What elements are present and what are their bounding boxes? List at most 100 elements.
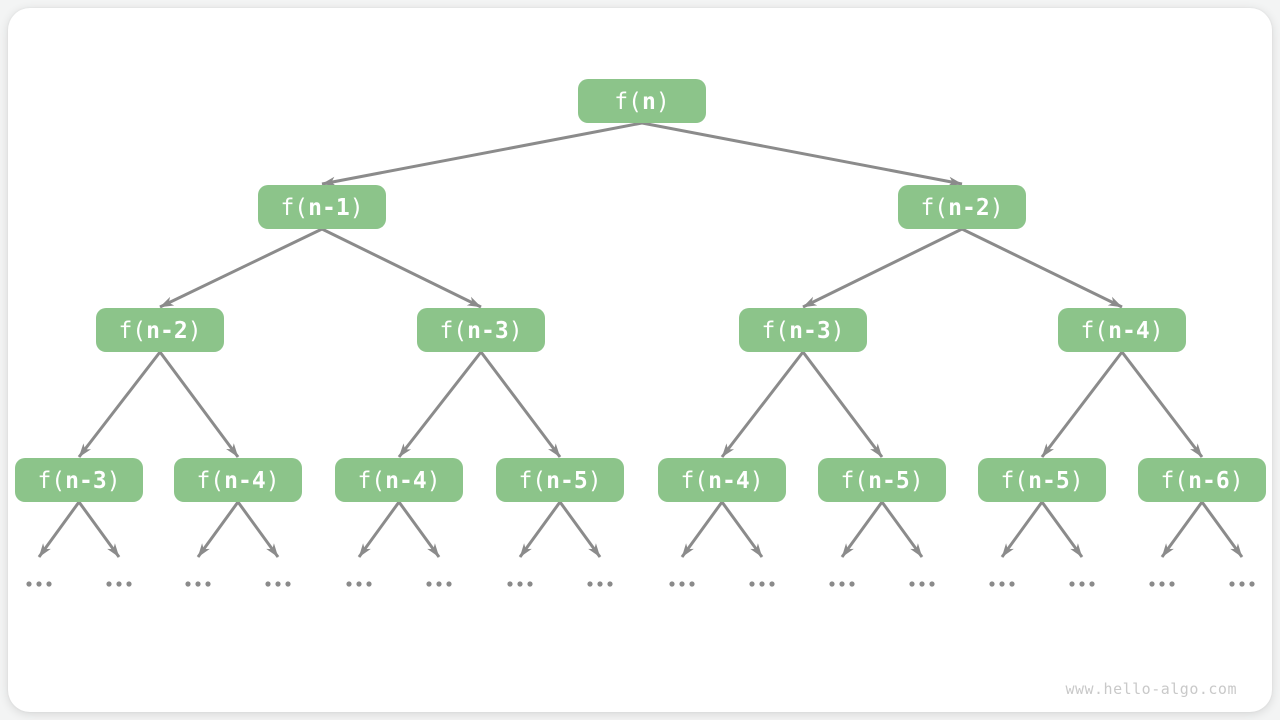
edge-arrow xyxy=(1200,501,1244,558)
ellipsis-dot xyxy=(607,581,613,587)
edge-arrow xyxy=(1120,351,1204,458)
ellipsis xyxy=(749,581,775,587)
ellipsis-dot xyxy=(36,581,42,587)
edge-arrow xyxy=(236,501,280,558)
edge-arrow xyxy=(720,501,764,558)
ellipsis-dot xyxy=(426,581,432,587)
ellipsis-dot xyxy=(909,581,915,587)
ellipsis xyxy=(1069,581,1095,587)
node-box xyxy=(258,185,386,229)
ellipsis xyxy=(426,581,452,587)
tree-node: f(n-5) xyxy=(496,458,624,502)
node-label: f(n-2) xyxy=(118,318,201,344)
node-label: f(n-6) xyxy=(1160,468,1243,494)
ellipsis-dot xyxy=(356,581,362,587)
ellipsis-dot xyxy=(689,581,695,587)
ellipsis-dot xyxy=(1159,581,1165,587)
ellipsis xyxy=(587,581,613,587)
ellipsis xyxy=(346,581,372,587)
ellipsis-dot xyxy=(1229,581,1235,587)
edge-arrow xyxy=(802,227,963,309)
node-box xyxy=(818,458,946,502)
ellipsis-dot xyxy=(597,581,603,587)
edge-arrow xyxy=(880,501,924,558)
ellipsis-dot xyxy=(507,581,513,587)
edge-arrow xyxy=(801,351,884,458)
node-box xyxy=(174,458,302,502)
ellipsis-dot xyxy=(346,581,352,587)
edge-arrow xyxy=(321,121,643,187)
edge-arrow xyxy=(37,501,81,558)
ellipsis xyxy=(185,581,211,587)
ellipsis-dot xyxy=(1089,581,1095,587)
node-label: f(n-5) xyxy=(518,468,601,494)
node-box xyxy=(739,308,867,352)
edge-arrow xyxy=(77,501,121,558)
node-label: f(n) xyxy=(614,89,669,115)
ellipsis-dot xyxy=(265,581,271,587)
ellipsis-dot xyxy=(517,581,523,587)
ellipsis xyxy=(106,581,132,587)
ellipsis-dot xyxy=(679,581,685,587)
ellipsis-dot xyxy=(759,581,765,587)
edges-layer xyxy=(37,121,1244,558)
ellipsis-dot xyxy=(1009,581,1015,587)
ellipsis-dot xyxy=(285,581,291,587)
node-box xyxy=(978,458,1106,502)
ellipsis xyxy=(669,581,695,587)
edge-arrow xyxy=(159,227,323,309)
ellipsis xyxy=(26,581,52,587)
ellipsis-dot xyxy=(275,581,281,587)
ellipsis-dot xyxy=(106,581,112,587)
edge-arrow xyxy=(840,501,884,558)
node-label: f(n-4) xyxy=(1080,318,1163,344)
edge-arrow xyxy=(397,351,483,458)
tree-node: f(n-4) xyxy=(174,458,302,502)
ellipsis-dot xyxy=(989,581,995,587)
ellipsis-dot xyxy=(116,581,122,587)
ellipsis xyxy=(989,581,1015,587)
tree-node: f(n-2) xyxy=(96,308,224,352)
tree-node: f(n-4) xyxy=(1058,308,1186,352)
edge-arrow xyxy=(961,227,1123,309)
node-box xyxy=(96,308,224,352)
ellipsis-dot xyxy=(126,581,132,587)
ellipsis-dot xyxy=(999,581,1005,587)
ellipsis-dot xyxy=(829,581,835,587)
tree-node: f(n) xyxy=(578,79,706,123)
node-box xyxy=(658,458,786,502)
ellipsis-dot xyxy=(26,581,32,587)
edge-arrow xyxy=(518,501,562,558)
node-label: f(n-1) xyxy=(280,195,363,221)
node-label: f(n-3) xyxy=(761,318,844,344)
node-box xyxy=(335,458,463,502)
edge-arrow xyxy=(196,501,240,558)
node-box xyxy=(898,185,1026,229)
node-label: f(n-5) xyxy=(1000,468,1083,494)
ellipsis-dot xyxy=(587,581,593,587)
edge-arrow xyxy=(321,227,482,309)
ellipsis-dot xyxy=(919,581,925,587)
edge-arrow xyxy=(1040,501,1084,558)
edge-arrow xyxy=(1000,501,1044,558)
ellipsis-dot xyxy=(1169,581,1175,587)
ellipsis-dot xyxy=(1239,581,1245,587)
edge-arrow xyxy=(720,351,805,458)
edge-arrow xyxy=(357,501,401,558)
node-box xyxy=(578,79,706,123)
tree-node: f(n-5) xyxy=(818,458,946,502)
node-label: f(n-4) xyxy=(196,468,279,494)
ellipsis-dot xyxy=(46,581,52,587)
edge-arrow xyxy=(641,121,963,187)
ellipsis-dot xyxy=(195,581,201,587)
ellipsis xyxy=(829,581,855,587)
edge-arrow xyxy=(1160,501,1204,558)
tree-node: f(n-3) xyxy=(739,308,867,352)
edge-arrow xyxy=(680,501,724,558)
node-label: f(n-4) xyxy=(357,468,440,494)
ellipsis-dot xyxy=(929,581,935,587)
node-box xyxy=(1058,308,1186,352)
ellipsis-dot xyxy=(436,581,442,587)
tree-node: f(n-4) xyxy=(335,458,463,502)
node-label: f(n-2) xyxy=(920,195,1003,221)
